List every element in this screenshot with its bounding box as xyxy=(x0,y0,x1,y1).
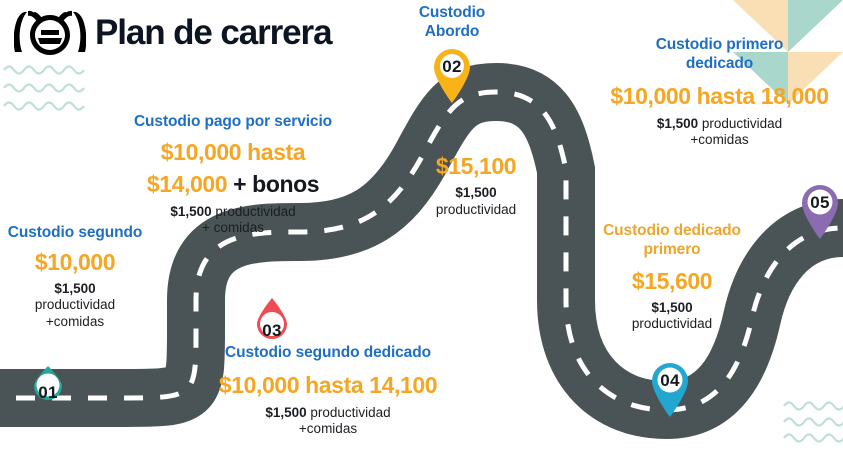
servicio-heading: Custodio pago por servicio xyxy=(133,113,333,130)
step-productivity-amount-02: $1,500 xyxy=(455,185,497,201)
step-productivity-label-04: productividad xyxy=(631,316,713,332)
step-marker-05[interactable]: 05 xyxy=(796,182,843,240)
step-number-02: 02 xyxy=(442,57,462,76)
step-meals-01: +comidas xyxy=(45,313,105,329)
step-heading-02: Custodio Abordo xyxy=(418,4,486,40)
step-number-03: 03 xyxy=(262,321,282,340)
servicio-amount-line1: $10,000 hasta xyxy=(160,138,306,165)
step-amount-04: $15,600 xyxy=(631,267,713,294)
step-text-02-heading: Custodio Abordo xyxy=(392,4,512,42)
step-amount-01: $10,000 xyxy=(34,248,116,275)
servicio-productivity-amount: $1,500 xyxy=(170,204,212,219)
primero-dedicado-amount: $10,000 hasta 18,000 xyxy=(610,82,829,109)
step-number-01: 01 xyxy=(38,383,58,402)
step-productivity-label-01: productividad xyxy=(34,297,116,313)
servicio-amount-amber: $14,000 xyxy=(146,170,228,197)
block-primero-dedicado: Custodio primero dedicado $10,000 hasta … xyxy=(596,36,843,149)
step-marker-01[interactable]: 01 xyxy=(24,358,72,416)
step-amount-02: $15,100 xyxy=(435,153,517,179)
page-title: Plan de carrera xyxy=(95,13,333,52)
hands-on-steering-wheel-icon xyxy=(14,10,86,55)
step-amount-03: $10,000 hasta 14,100 xyxy=(218,371,438,398)
step-text-03: Custodio segundo dedicado $10,000 hasta … xyxy=(178,344,478,438)
primero-dedicado-meals: +comidas xyxy=(690,132,749,148)
step-productivity-amount-03: $1,500 xyxy=(265,404,307,420)
servicio-amount-line2: $14,000 + bonos xyxy=(108,170,358,198)
step-marker-02[interactable]: 02 xyxy=(428,46,476,104)
servicio-meals: + comidas xyxy=(202,220,264,236)
step-heading-03: Custodio segundo dedicado xyxy=(225,344,431,361)
step-text-01: Custodio segundo $10,000 $1,500 producti… xyxy=(0,224,150,330)
block-pago-por-servicio: Custodio pago por servicio $10,000 hasta… xyxy=(108,113,358,237)
step-productivity-amount-04: $1,500 xyxy=(651,299,693,315)
step-number-04: 04 xyxy=(660,371,680,390)
primero-dedicado-productivity: $1,500 productividad xyxy=(596,116,843,132)
servicio-productivity: $1,500 productividad xyxy=(108,204,358,220)
step-productivity-03: $1,500 productividad xyxy=(178,405,478,421)
servicio-productivity-label: productividad xyxy=(215,204,296,219)
step-marker-04[interactable]: 04 xyxy=(646,360,694,418)
step-marker-03[interactable]: 03 xyxy=(248,296,296,354)
step-text-04: Custodio dedicado primero $15,600 $1,500… xyxy=(588,222,756,333)
step-number-05: 05 xyxy=(810,193,830,212)
step-meals-03: +comidas xyxy=(298,421,358,437)
primero-dedicado-productivity-label: productividad xyxy=(701,115,783,131)
page-header: Plan de carrera xyxy=(14,8,333,58)
step-text-02-amounts: $15,100 $1,500 productividad xyxy=(396,152,556,218)
step-productivity-label-02: productividad xyxy=(435,201,517,217)
step-heading-04: Custodio dedicado primero xyxy=(603,222,741,258)
step-heading-01: Custodio segundo xyxy=(7,224,143,241)
primero-dedicado-heading-line1: Custodio primero xyxy=(655,36,784,53)
primero-dedicado-productivity-amount: $1,500 xyxy=(656,115,699,131)
primero-dedicado-heading-line2: dedicado xyxy=(685,54,754,72)
servicio-bonos-label: + bonos xyxy=(233,170,320,197)
step-productivity-label-03: productividad xyxy=(310,404,391,420)
step-productivity-amount-01: $1,500 xyxy=(54,280,96,296)
